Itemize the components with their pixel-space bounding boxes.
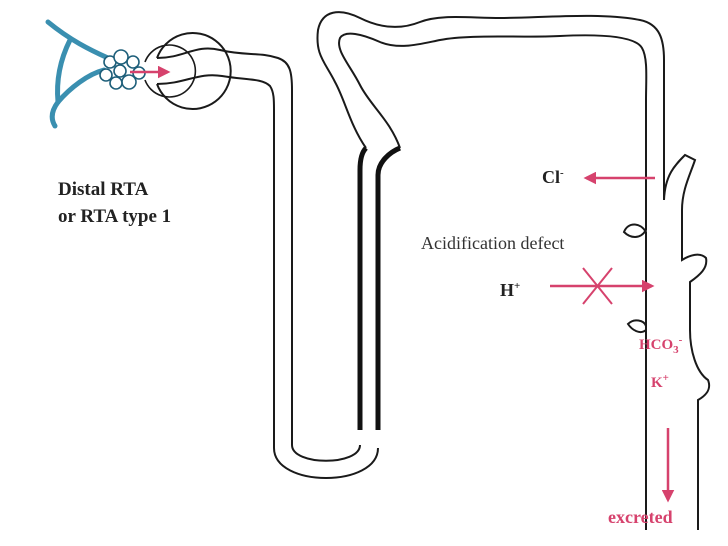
blood-vessels	[45, 19, 111, 129]
chloride-label: Cl-	[542, 167, 564, 187]
bicarbonate-label: HCO3-	[639, 334, 683, 356]
hydrogen-label: H+	[500, 280, 521, 300]
blocked-cross-icon	[582, 267, 613, 305]
diagram-title: Distal RTA or RTA type 1	[58, 176, 171, 230]
distal-tubule	[316, 11, 665, 200]
loop-of-henle	[273, 300, 379, 479]
bowmans-capsule-inner	[144, 44, 197, 98]
excreted-label: excreted	[608, 507, 673, 527]
potassium-label: K+	[651, 372, 669, 391]
bowmans-capsule	[156, 32, 232, 110]
thick-ascending-limb	[357, 145, 402, 430]
title-line-1: Distal RTA	[58, 179, 149, 200]
proximal-tubule	[156, 47, 293, 300]
acidification-defect-label: Acidification defect	[421, 233, 565, 253]
arrows	[130, 65, 675, 503]
title-line-2: or RTA type 1	[58, 206, 172, 227]
